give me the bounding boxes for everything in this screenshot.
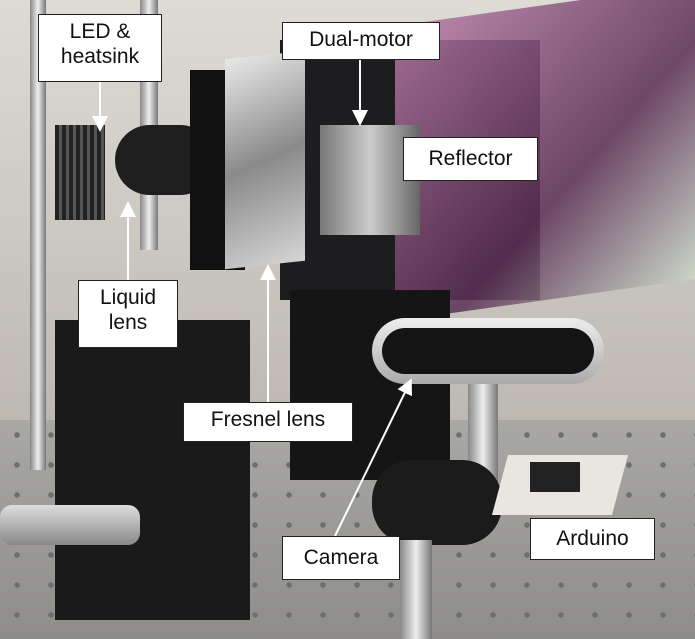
camera-stand [400,540,432,639]
label-dual-motor: Dual-motor [282,22,440,60]
translation-stage [55,320,250,620]
post-left [30,0,46,470]
micrometer [0,505,140,545]
label-liquid-lens: Liquid lens [78,280,178,348]
label-led-heatsink: LED & heatsink [38,14,162,82]
label-camera: Camera [282,536,400,580]
label-arduino: Arduino [530,518,655,560]
label-fresnel-lens: Fresnel lens [183,402,353,442]
arduino-chip [530,462,580,492]
heatsink [55,125,105,220]
camera-face [382,328,594,374]
arrow-camera [334,378,412,537]
label-reflector: Reflector [403,137,538,181]
camera-mount [372,460,502,545]
